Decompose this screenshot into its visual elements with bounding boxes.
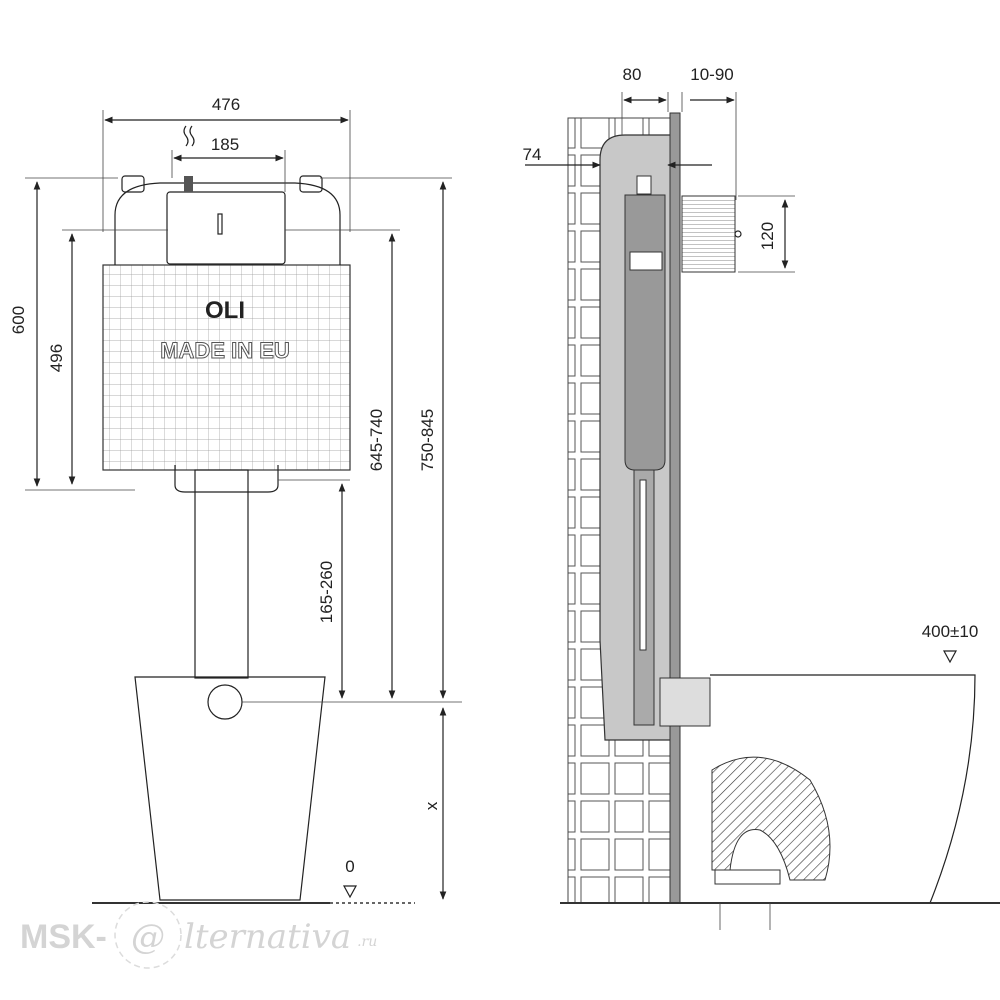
flush-plate-box [681, 195, 736, 273]
bowl-connector [659, 677, 711, 727]
dim-height-120: 120 [758, 222, 777, 250]
brand-logo: OLI [205, 297, 245, 324]
inner-tank [624, 194, 666, 471]
dim-height-645-740: 645-740 [367, 409, 386, 471]
service-opening-slot [217, 213, 223, 235]
wall-board [669, 112, 681, 904]
dim-inlet-185: 185 [211, 135, 239, 154]
cistern-top [114, 182, 341, 265]
inlet-valve [636, 175, 652, 195]
dim-height-165-260: 165-260 [317, 561, 336, 623]
watermark-at: @ [131, 917, 165, 957]
pipe-connection [207, 684, 243, 720]
seat-height-label: 400±10 [922, 622, 979, 641]
watermark-tld: .ru [357, 934, 377, 950]
drain-flange [714, 869, 781, 885]
mount-bracket-right [299, 175, 323, 193]
made-in-label: MADE IN EU [160, 338, 290, 363]
cistern-outlet [174, 465, 279, 493]
level-marker-icon [342, 885, 358, 899]
dim-height-496: 496 [47, 344, 66, 372]
water-inlet [184, 176, 193, 192]
cistern-body [102, 264, 351, 471]
service-opening [166, 191, 286, 265]
flush-pipe [194, 469, 249, 679]
water-inlet-icon [183, 125, 195, 147]
watermark-circle [114, 901, 182, 969]
dim-wall-10-90: 10-90 [690, 65, 733, 84]
watermark-rest: lternativa [184, 917, 351, 957]
floor-level-label: 0 [345, 857, 354, 876]
bowl-trap-hatched [711, 756, 831, 881]
dim-depth-74: 74 [523, 145, 542, 164]
dim-height-600: 600 [9, 306, 28, 334]
dim-width-476: 476 [212, 95, 240, 114]
wc-bowl-side [710, 674, 976, 904]
watermark: MSK- @ lternativa .ru [20, 901, 377, 969]
dim-height-x: x [422, 801, 441, 810]
front-view: OLI MADE IN EU 476 185 600 496 645-740 7… [9, 95, 462, 904]
valve [629, 251, 663, 271]
dim-depth-80: 80 [623, 65, 642, 84]
dim-height-750-845: 750-845 [418, 409, 437, 471]
wc-bowl-front [134, 676, 326, 901]
side-view: 80 10-90 74 120 400±10 [523, 65, 1000, 930]
mount-bracket-left [121, 175, 145, 193]
watermark-prefix: MSK- [20, 918, 107, 956]
level-marker-icon [942, 650, 958, 664]
flush-button [734, 230, 742, 238]
